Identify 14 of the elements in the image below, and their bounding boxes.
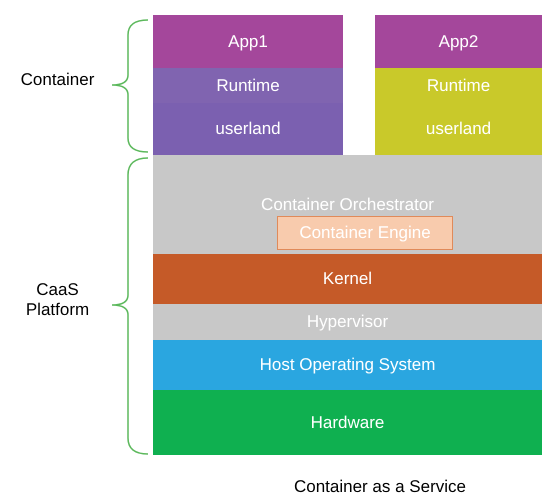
app-layer: App2 (375, 15, 542, 68)
userland-layer: userland (153, 103, 343, 155)
host-os-layer: Host Operating System (153, 340, 542, 390)
group-label: CaaS Platform (24, 280, 90, 320)
runtime-layer: Runtime (375, 68, 542, 103)
hardware-layer: Hardware (153, 390, 542, 455)
caption: Container as a Service (293, 477, 467, 495)
runtime-layer: Runtime (153, 68, 343, 103)
app-layer: App1 (153, 15, 343, 68)
group-label: Container (20, 70, 96, 90)
orchestrator-layer (153, 155, 542, 254)
userland-layer: userland (375, 103, 542, 155)
engine-box: Container Engine (277, 216, 453, 250)
kernel-layer: Kernel (153, 254, 542, 304)
